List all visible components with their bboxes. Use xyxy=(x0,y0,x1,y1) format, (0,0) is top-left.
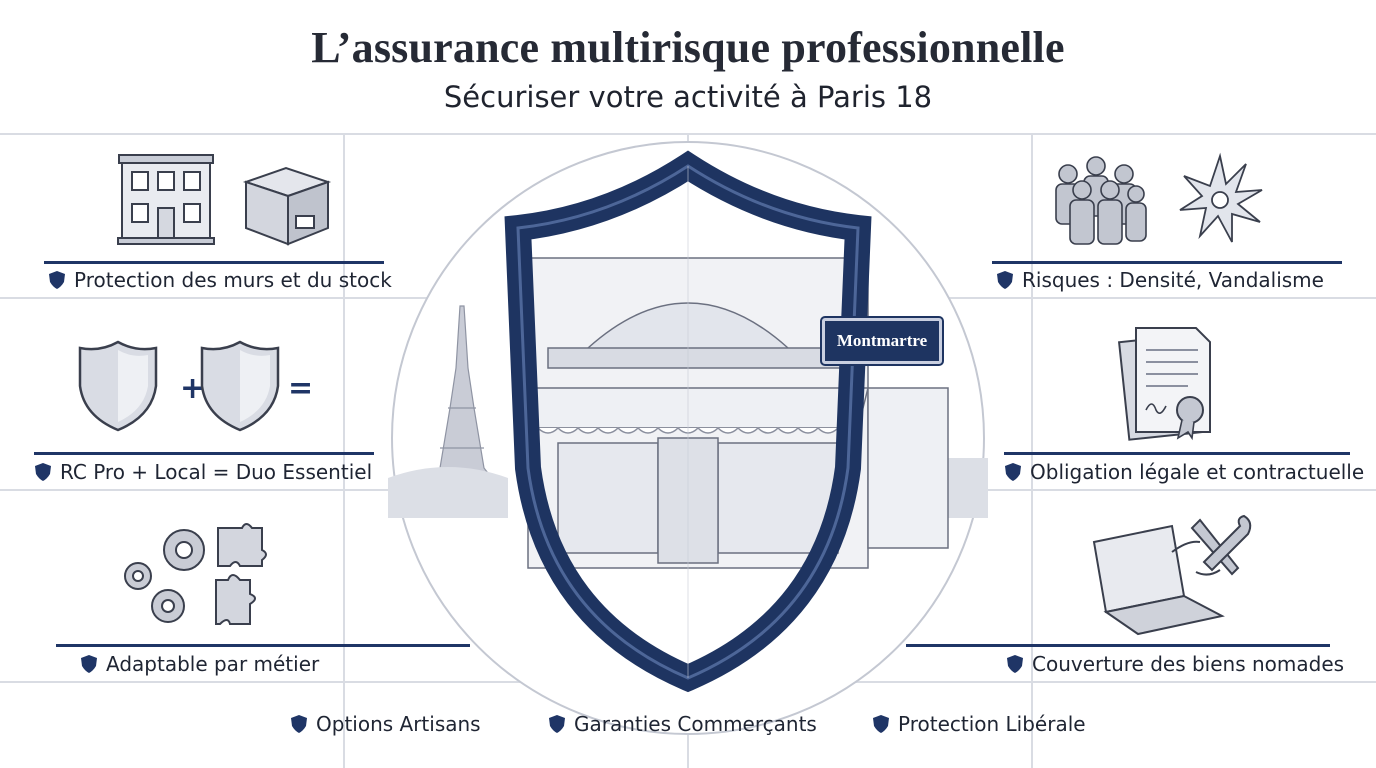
certificate-icon xyxy=(1118,327,1211,441)
shield-bullet-icon xyxy=(1007,655,1023,673)
feature-rc-pro: RC Pro + Local = Duo Essentiel xyxy=(34,460,372,484)
option-label: Garanties Commerçants xyxy=(574,712,817,736)
feature-protection-murs: Protection des murs et du stock xyxy=(48,268,392,292)
street-sign: Montmartre xyxy=(820,316,944,366)
feature-biens-nomades: Couverture des biens nomades xyxy=(1006,652,1344,676)
tools-icon xyxy=(1190,514,1252,576)
shopfront-icon xyxy=(527,257,949,569)
divider-rule xyxy=(44,261,384,264)
shield-bullet-icon xyxy=(291,715,307,733)
shield-bullet-icon xyxy=(81,655,97,673)
puzzle-icon xyxy=(215,523,267,625)
shatter-icon xyxy=(1179,152,1263,243)
option-label: Options Artisans xyxy=(316,712,481,736)
shield-plus-shield-icon: + = xyxy=(78,340,313,432)
feature-label: Adaptable par métier xyxy=(106,652,320,676)
feature-obligation: Obligation légale et contractuelle xyxy=(1004,460,1364,484)
equals-icon: = xyxy=(288,371,313,406)
shield-bullet-icon xyxy=(997,271,1013,289)
feature-label: RC Pro + Local = Duo Essentiel xyxy=(60,460,373,484)
shield-bullet-icon xyxy=(35,463,51,481)
feature-label: Couverture des biens nomades xyxy=(1032,652,1345,676)
page-subtitle: Sécuriser votre activité à Paris 18 xyxy=(443,80,933,114)
option-artisans: Options Artisans xyxy=(290,712,481,736)
feature-risques: Risques : Densité, Vandalisme xyxy=(996,268,1324,292)
divider-rule xyxy=(34,452,374,455)
building-icon xyxy=(117,154,332,246)
option-commercants: Garanties Commerçants xyxy=(548,712,817,736)
feature-label: Obligation légale et contractuelle xyxy=(1030,460,1365,484)
divider-rule xyxy=(906,644,1330,647)
feature-adaptable: Adaptable par métier xyxy=(80,652,319,676)
divider-rule xyxy=(992,261,1342,264)
option-liberale: Protection Libérale xyxy=(872,712,1086,736)
divider-rule xyxy=(56,644,470,647)
laptop-icon xyxy=(1092,514,1252,636)
crowd-icon xyxy=(1055,152,1263,245)
divider-rule xyxy=(1004,452,1350,455)
feature-label: Risques : Densité, Vandalisme xyxy=(1022,268,1324,292)
shield-bullet-icon xyxy=(49,271,65,289)
option-label: Protection Libérale xyxy=(898,712,1086,736)
box-icon xyxy=(242,166,332,246)
shield-bullet-icon xyxy=(873,715,889,733)
shield-icon xyxy=(200,340,280,432)
page-title: L’assurance multirisque professionnelle xyxy=(311,23,1065,72)
center-illustration xyxy=(388,141,988,735)
shield-bullet-icon xyxy=(549,715,565,733)
shield-icon xyxy=(78,340,158,432)
shield-bullet-icon xyxy=(1005,463,1021,481)
feature-label: Protection des murs et du stock xyxy=(74,268,392,292)
gears-icon xyxy=(124,523,267,625)
